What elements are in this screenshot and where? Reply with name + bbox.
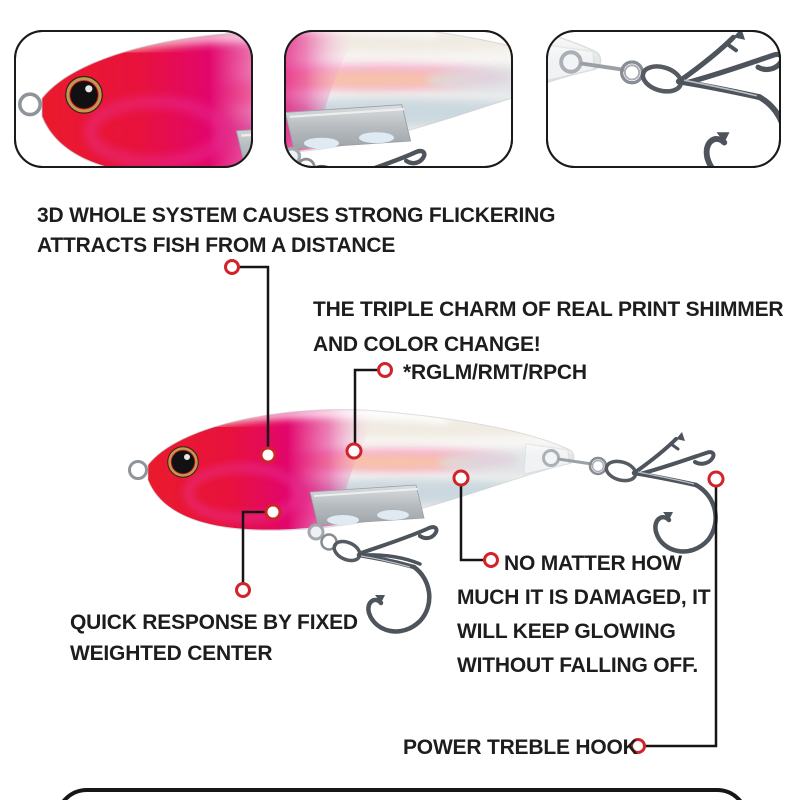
annotation-line: NO MATTER HOW bbox=[504, 552, 682, 575]
callout-ring-icon bbox=[377, 362, 393, 378]
callout-ring-icon bbox=[630, 738, 646, 754]
annotation-line: WEIGHTED CENTER bbox=[70, 642, 273, 665]
gallery-card-head-closeup bbox=[14, 30, 253, 168]
callout-ring-icon bbox=[452, 469, 470, 487]
annotation-whole-system: 3D WHOLE SYSTEM CAUSES STRONG FLICKERING… bbox=[37, 201, 555, 261]
annotation-line: WILL KEEP GLOWING bbox=[457, 620, 676, 643]
callout-ring-icon bbox=[345, 442, 363, 460]
annotation-line: THE TRIPLE CHARM OF REAL PRINT SHIMMER bbox=[313, 298, 784, 321]
annotation-line: ATTRACTS FISH FROM A DISTANCE bbox=[37, 234, 396, 257]
callout-markers bbox=[224, 259, 725, 754]
gallery-card-tail-hook-closeup bbox=[546, 30, 781, 168]
callout-ring-icon bbox=[224, 259, 240, 275]
annotation-finish-codes: *RGLM/RMT/RPCH bbox=[403, 361, 587, 385]
gallery bbox=[14, 30, 781, 168]
annotation-quick-response: QUICK RESPONSE BY FIXED WEIGHTED CENTER bbox=[70, 607, 358, 669]
annotation-line: *RGLM/RMT/RPCH bbox=[403, 361, 587, 384]
annotation-line: WITHOUT FALLING OFF. bbox=[457, 654, 698, 677]
callout-ring-icon bbox=[483, 552, 499, 568]
annotation-line: POWER TREBLE HOOK bbox=[403, 736, 638, 759]
annotation-line: MUCH IT IS DAMAGED, IT bbox=[457, 586, 711, 609]
annotation-line: 3D WHOLE SYSTEM CAUSES STRONG FLICKERING bbox=[37, 204, 556, 227]
annotation-line: AND COLOR CHANGE! bbox=[313, 333, 541, 356]
annotation-triple-charm: THE TRIPLE CHARM OF REAL PRINT SHIMMER A… bbox=[313, 292, 784, 362]
bottom-panel bbox=[62, 788, 742, 800]
annotation-power-treble: POWER TREBLE HOOK bbox=[403, 736, 638, 760]
annotation-line: QUICK RESPONSE BY FIXED bbox=[70, 611, 358, 634]
callout-lines bbox=[239, 265, 718, 748]
annotation-no-matter: NO MATTER HOW MUCH IT IS DAMAGED, IT WIL… bbox=[457, 547, 711, 683]
callout-ring-icon bbox=[259, 446, 277, 464]
callout-ring-icon bbox=[264, 503, 282, 521]
callout-ring-icon bbox=[707, 470, 725, 488]
callout-ring-icon bbox=[235, 582, 251, 598]
gallery-card-body-closeup bbox=[284, 30, 513, 168]
